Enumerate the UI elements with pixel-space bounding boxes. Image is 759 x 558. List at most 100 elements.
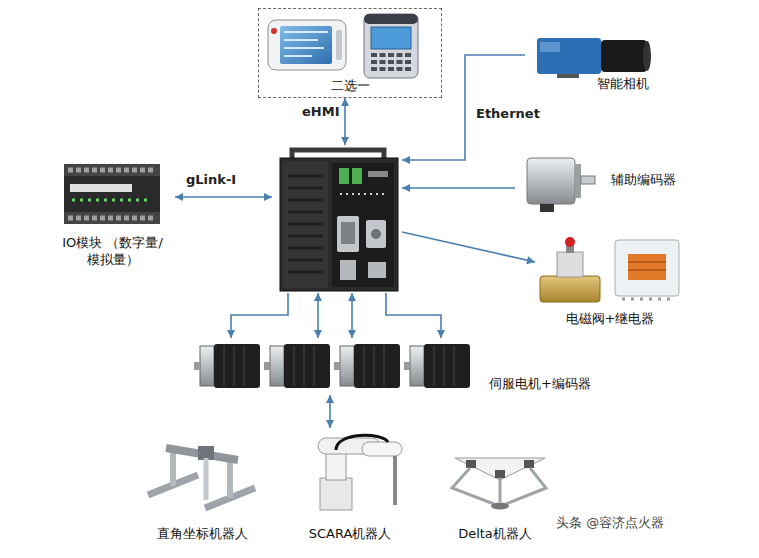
cartesian-robot-art xyxy=(227,462,233,498)
encoder-art xyxy=(581,176,595,184)
io-module-art xyxy=(72,199,150,202)
servo-motor-art xyxy=(364,346,384,386)
teach-pendant-handheld xyxy=(371,53,411,57)
servo-motor-art xyxy=(334,362,340,370)
node-caption: 二选一 xyxy=(331,78,370,95)
controller-art xyxy=(368,262,386,278)
servo-motor-art xyxy=(194,344,260,388)
watermark: 头条 @容济点火器 xyxy=(556,515,664,531)
cartesian-robot-art xyxy=(204,458,209,500)
valve-relay-art xyxy=(565,237,575,247)
encoder-art xyxy=(527,158,575,204)
controller-art xyxy=(339,168,349,184)
node-caption: 电磁阀+继电器 xyxy=(566,311,655,328)
servo-motor xyxy=(200,338,262,390)
delta-robot-art xyxy=(452,468,546,504)
robot-device: Delta机器人 xyxy=(440,440,550,545)
connector-arrow xyxy=(351,293,353,338)
servo-motor-art xyxy=(424,344,470,388)
controller-art xyxy=(341,222,355,244)
node-caption: 直角坐标机器人 xyxy=(157,526,248,543)
controller-art xyxy=(280,158,398,291)
teach-pendant-tablet xyxy=(271,28,277,34)
teach-pendant-tablet xyxy=(268,20,346,70)
io-module-art xyxy=(64,164,160,176)
servo-motor-art xyxy=(340,346,354,386)
teach-pendant-handheld xyxy=(364,14,418,24)
teach-pendant-tablet xyxy=(268,20,346,70)
encoder-art xyxy=(540,204,554,212)
node-caption: 辅助编码器 xyxy=(611,172,676,189)
delta-robot-art xyxy=(524,460,534,468)
controller-art xyxy=(337,216,359,252)
controller-art xyxy=(366,220,386,248)
teach-pendant-handheld xyxy=(371,60,411,64)
delta-robot-art xyxy=(452,458,546,510)
servo-motor-art xyxy=(334,344,400,388)
valve-relay-art xyxy=(540,237,679,302)
io-module-art xyxy=(64,164,160,224)
controller-art xyxy=(371,229,381,239)
encoder-device: 辅助编码器 xyxy=(515,145,680,215)
node-caption: Delta机器人 xyxy=(458,526,532,543)
teach-pendant-handheld xyxy=(371,27,411,49)
teach-pendant-handheld xyxy=(364,14,418,78)
connector-arrow xyxy=(402,187,515,189)
scara-robot-art xyxy=(393,456,397,505)
servo-motor-art xyxy=(284,344,330,388)
servo-motor-art xyxy=(200,346,214,386)
connector-arrow xyxy=(344,98,346,145)
delta-robot-art xyxy=(466,460,476,468)
controller-art xyxy=(283,161,328,288)
node-caption: SCARA机器人 xyxy=(309,526,392,543)
valve-relay-art xyxy=(628,254,666,280)
servo-motor-art xyxy=(294,346,314,386)
valve-relay-device: 电磁阀+继电器 xyxy=(535,232,685,330)
camera-device: 智能相机 xyxy=(525,25,653,95)
servo-motor xyxy=(270,338,332,390)
servo-motor-art xyxy=(434,346,454,386)
servo-motor xyxy=(340,338,402,390)
valve-relay-art xyxy=(540,276,600,302)
servo-motor-art xyxy=(354,344,400,388)
connector-arrow xyxy=(175,196,272,198)
encoder-art xyxy=(575,164,581,198)
io-module-art xyxy=(68,168,156,173)
cartesian-robot-art xyxy=(148,446,255,508)
controller-art xyxy=(340,193,388,195)
servo-motor-art xyxy=(264,344,330,388)
scara-robot-art xyxy=(320,478,352,510)
node-caption: 伺服电机+编码器 xyxy=(489,376,591,393)
delta-robot-art xyxy=(495,470,505,478)
servo-motor-art xyxy=(214,344,260,388)
smart-camera-art xyxy=(540,42,560,52)
delta-robot-art xyxy=(491,503,509,510)
smart-camera-art xyxy=(537,38,601,74)
controller-art xyxy=(280,150,398,291)
robot-device: 直角坐标机器人 xyxy=(140,425,265,545)
scara-robot-art xyxy=(362,442,402,456)
node-caption: IO模块 （数字量/模拟量） xyxy=(54,235,171,269)
io-module-art xyxy=(64,212,160,224)
smart-camera-art xyxy=(643,41,651,71)
controller-art xyxy=(352,168,362,184)
connector-arrow xyxy=(231,293,288,338)
servo-motor-art xyxy=(264,362,270,370)
connector-arrow xyxy=(386,293,441,338)
servo-motor-art xyxy=(270,346,284,386)
servo-motor-art xyxy=(194,362,200,370)
scara-robot-art xyxy=(318,435,402,510)
connector-label: gLink-I xyxy=(184,172,238,188)
servo-motor-art xyxy=(404,362,410,370)
teach-pendant-tablet xyxy=(284,32,328,56)
servo-motor-art xyxy=(410,346,424,386)
cartesian-robot-art xyxy=(198,446,214,460)
teach-pendant-handheld xyxy=(371,67,411,71)
smart-camera-art xyxy=(601,40,647,72)
teach-pendant-handheld xyxy=(364,14,418,78)
servo-motor-art xyxy=(224,346,244,386)
encoder-art xyxy=(527,158,595,212)
